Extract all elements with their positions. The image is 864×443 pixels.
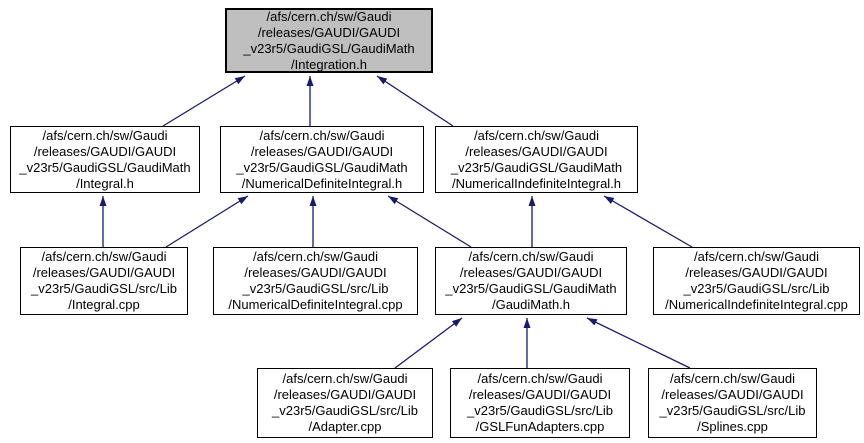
node-splines-cpp-label: /afs/cern.ch/sw/Gaudi /releases/GAUDI/GA… <box>659 371 806 434</box>
node-numerical-indefinite-integral-cpp-label: /afs/cern.ch/sw/Gaudi /releases/GAUDI/GA… <box>665 249 848 312</box>
node-numerical-definite-integral-cpp-label: /afs/cern.ch/sw/Gaudi /releases/GAUDI/GA… <box>228 249 403 312</box>
edge-adapter-cpp-to-gaudimath-h <box>394 317 463 369</box>
node-numerical-indefinite-integral-h-label: /afs/cern.ch/sw/Gaudi /releases/GAUDI/GA… <box>450 127 623 191</box>
node-gslfunadapters-cpp-label: /afs/cern.ch/sw/Gaudi /releases/GAUDI/GA… <box>467 371 613 434</box>
node-numerical-definite-integral-h[interactable]: /afs/cern.ch/sw/Gaudi /releases/GAUDI/GA… <box>220 126 424 193</box>
edge-integral-h-to-integration-h <box>162 75 246 127</box>
node-integration-h-label: /afs/cern.ch/sw/Gaudi /releases/GAUDI/GA… <box>243 8 415 72</box>
node-splines-cpp[interactable]: /afs/cern.ch/sw/Gaudi /releases/GAUDI/GA… <box>648 368 817 438</box>
edge-integral-cpp-to-numerical-definite-integral-h <box>165 195 249 248</box>
node-numerical-indefinite-integral-h[interactable]: /afs/cern.ch/sw/Gaudi /releases/GAUDI/GA… <box>435 126 638 193</box>
edge-gaudimath-h-to-numerical-definite-integral-h <box>387 195 472 248</box>
node-gaudimath-h-label: /afs/cern.ch/sw/Gaudi /releases/GAUDI/GA… <box>445 249 617 312</box>
edge-numerical-indefinite-integral-h-to-integration-h <box>376 75 454 127</box>
edge-numerical-indefinite-integral-cpp-to-numerical-indefinite-integral-h <box>603 195 693 248</box>
node-numerical-indefinite-integral-cpp[interactable]: /afs/cern.ch/sw/Gaudi /releases/GAUDI/GA… <box>653 247 860 315</box>
node-integral-cpp-label: /afs/cern.ch/sw/Gaudi /releases/GAUDI/GA… <box>31 249 177 312</box>
node-numerical-definite-integral-cpp[interactable]: /afs/cern.ch/sw/Gaudi /releases/GAUDI/GA… <box>213 247 418 315</box>
node-gaudimath-h[interactable]: /afs/cern.ch/sw/Gaudi /releases/GAUDI/GA… <box>435 247 627 315</box>
node-adapter-cpp[interactable]: /afs/cern.ch/sw/Gaudi /releases/GAUDI/GA… <box>257 368 433 438</box>
node-integral-cpp[interactable]: /afs/cern.ch/sw/Gaudi /releases/GAUDI/GA… <box>20 247 188 315</box>
node-numerical-definite-integral-h-label: /afs/cern.ch/sw/Gaudi /releases/GAUDI/GA… <box>236 127 408 191</box>
node-adapter-cpp-label: /afs/cern.ch/sw/Gaudi /releases/GAUDI/GA… <box>272 371 418 434</box>
node-integral-h[interactable]: /afs/cern.ch/sw/Gaudi /releases/GAUDI/GA… <box>10 126 200 193</box>
node-integration-h: /afs/cern.ch/sw/Gaudi /releases/GAUDI/GA… <box>225 8 433 73</box>
edge-splines-cpp-to-gaudimath-h <box>586 317 691 369</box>
node-integral-h-label: /afs/cern.ch/sw/Gaudi /releases/GAUDI/GA… <box>19 127 191 191</box>
node-gslfunadapters-cpp[interactable]: /afs/cern.ch/sw/Gaudi /releases/GAUDI/GA… <box>450 368 630 438</box>
